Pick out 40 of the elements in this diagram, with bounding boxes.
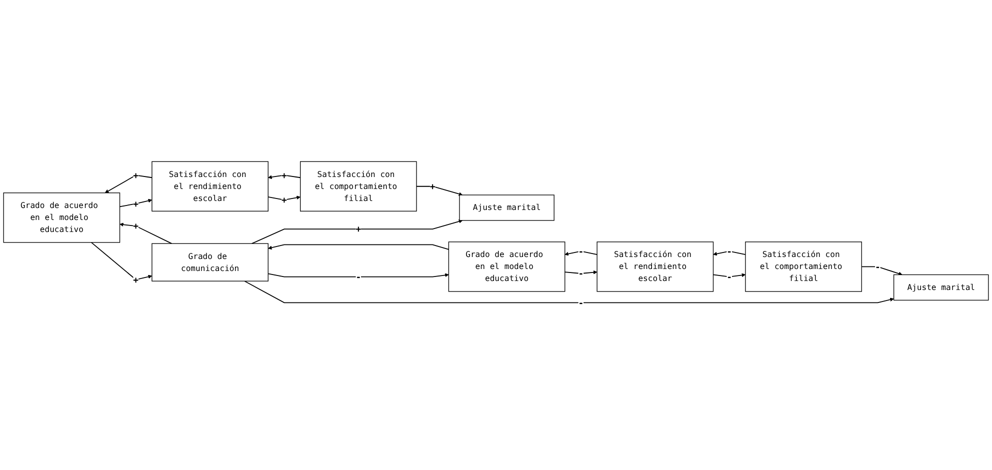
arrow [268, 174, 301, 179]
edge-label: - [356, 271, 362, 282]
edge-label: + [430, 180, 436, 192]
edge-label: + [133, 169, 139, 180]
arrow [120, 222, 172, 244]
arrow [416, 185, 463, 196]
arrow [268, 195, 300, 200]
edge-label: + [356, 223, 362, 234]
arrow [251, 219, 463, 244]
arrow [268, 272, 449, 277]
node-box: Satisfacción con el comportamiento filial [745, 241, 862, 292]
edge-label: - [726, 271, 732, 282]
edge-label: + [133, 274, 139, 285]
arrow [712, 272, 746, 277]
node-box: Satisfacción con el comportamiento filial [300, 160, 417, 212]
arrow [90, 242, 152, 280]
arrow [244, 280, 894, 303]
arrow [104, 174, 152, 193]
node-box: Satisfacción con el rendimiento escolar [596, 241, 714, 292]
node-box: Ajuste marital [459, 194, 554, 220]
edge-label: - [875, 260, 880, 272]
arrow [861, 266, 902, 276]
edge-label: - [578, 296, 584, 308]
edge-label: + [282, 169, 287, 180]
arrow [268, 244, 450, 250]
node-box: Ajuste marital [893, 274, 989, 300]
node-box: Satisfacción con el rendimiento escolar [152, 160, 268, 212]
edge-label: + [133, 220, 139, 231]
edge-label: - [578, 245, 584, 256]
node-box: Grado de acuerdo en el modelo educativo [3, 192, 120, 242]
edge-label: + [282, 194, 287, 205]
arrow [713, 250, 746, 256]
node-box: Grado de comunicación [152, 242, 268, 281]
node-box: Grado de acuerdo en el modelo educativo [448, 241, 566, 292]
edge-label: - [578, 268, 584, 278]
arrow [564, 270, 598, 274]
arrow [564, 250, 598, 256]
arrow [119, 198, 152, 207]
edge-label: - [726, 245, 732, 256]
edge-label: + [133, 198, 139, 209]
